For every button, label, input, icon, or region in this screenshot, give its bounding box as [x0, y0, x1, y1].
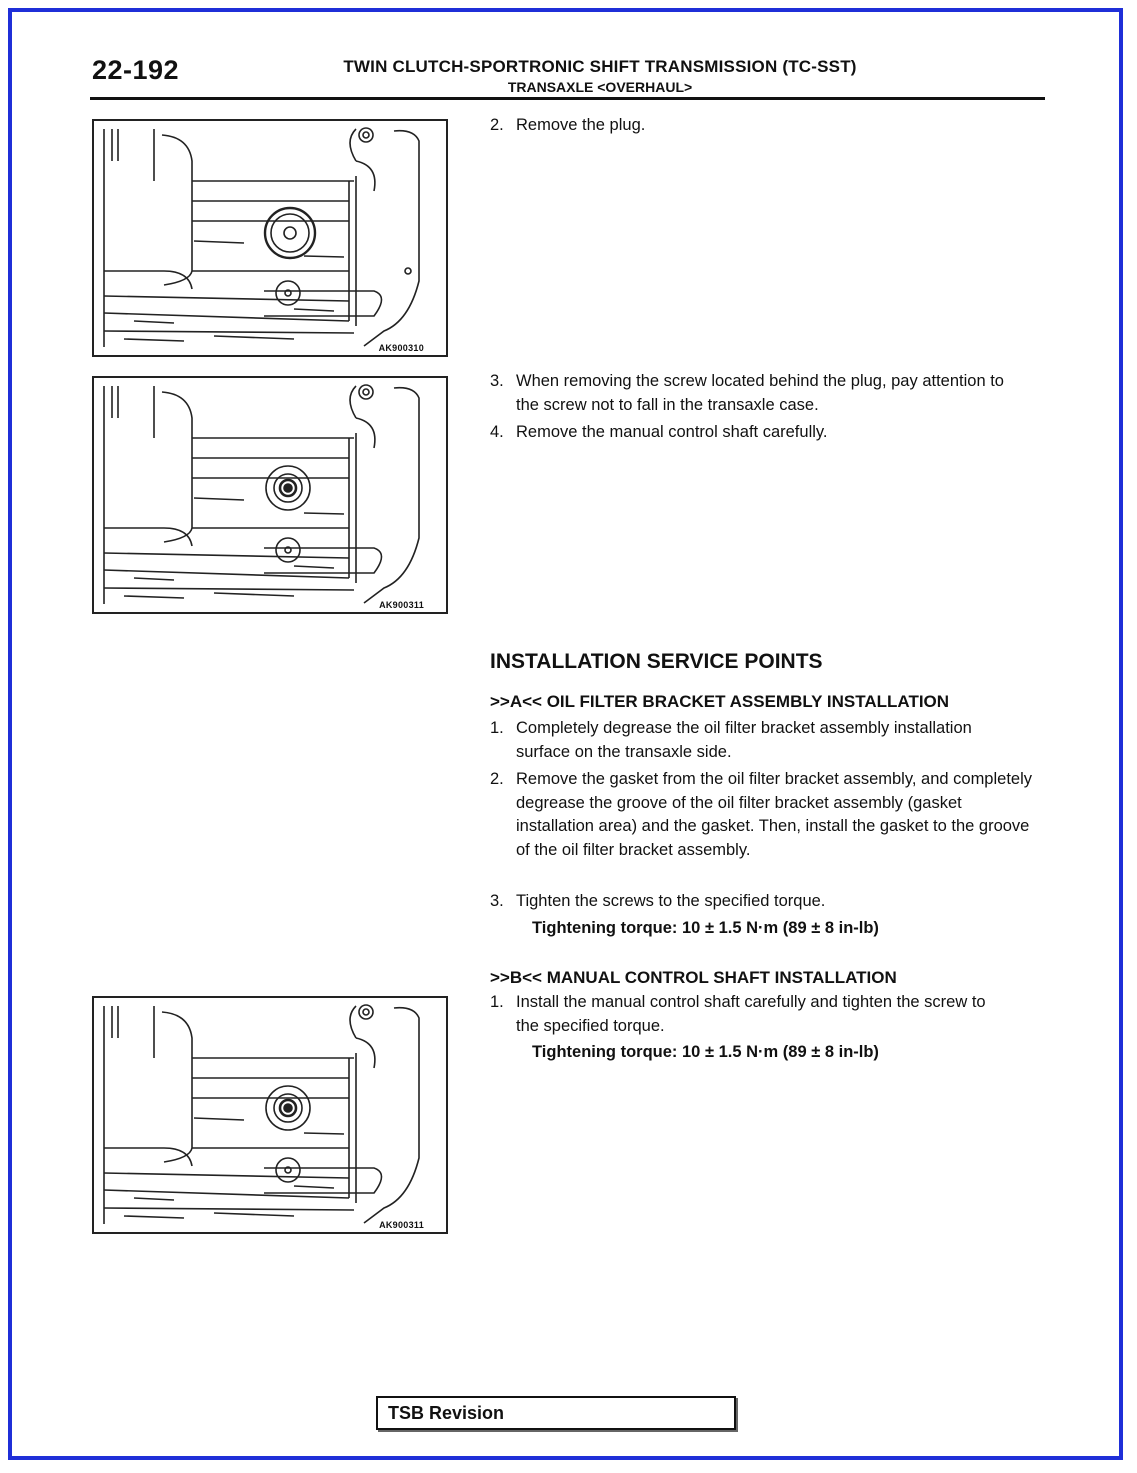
- header-divider: [90, 97, 1045, 100]
- page-frame: [8, 8, 1123, 1460]
- header-title: TWIN CLUTCH-SPORTRONIC SHIFT TRANSMISSIO…: [343, 57, 857, 76]
- step-text: Remove the manual control shaft carefull…: [516, 423, 828, 441]
- figure-plug-illustration: AK900310: [92, 119, 448, 357]
- torque-spec-a: Tightening torque: 10 ± 1.5 N·m (89 ± 8 …: [532, 919, 879, 937]
- transaxle-case-drawing: [103, 384, 420, 604]
- installation-section-title: INSTALLATION SERVICE POINTS: [490, 650, 823, 673]
- transaxle-case-drawing: [103, 127, 420, 347]
- header-subtitle: TRANSAXLE <OVERHAUL>: [507, 79, 693, 95]
- step-number: 2.: [490, 770, 504, 788]
- install-b-step-1: 1. Install the manual control shaft care…: [490, 991, 1010, 1038]
- step-text: Completely degrease the oil filter brack…: [516, 719, 972, 761]
- install-a-step-2: 2. Remove the gasket from the oil filter…: [490, 768, 1040, 862]
- step-number: 2.: [490, 116, 504, 134]
- figure-code: AK900311: [379, 1220, 424, 1230]
- figure-code: AK900311: [379, 600, 424, 610]
- figure-shaft-removal-illustration: AK900311: [92, 376, 448, 614]
- step-number: 4.: [490, 423, 504, 441]
- torque-spec-b: Tightening torque: 10 ± 1.5 N·m (89 ± 8 …: [532, 1043, 879, 1061]
- figure-shaft-installation-illustration: AK900311: [92, 996, 448, 1234]
- removal-step-3: 3. When removing the screw located behin…: [490, 370, 1010, 417]
- tsb-revision-label: TSB Revision: [388, 1403, 505, 1423]
- subsection-b-title: >>B<< MANUAL CONTROL SHAFT INSTALLATION: [490, 968, 897, 987]
- subsection-a-title: >>A<< OIL FILTER BRACKET ASSEMBLY INSTAL…: [490, 692, 950, 711]
- install-a-step-3: 3. Tighten the screws to the specified t…: [490, 890, 1040, 914]
- figure-code: AK900310: [378, 343, 424, 353]
- page-number: 22-192: [92, 55, 180, 85]
- step-text: When removing the screw located behind t…: [516, 372, 1004, 414]
- step-text: Tighten the screws to the specified torq…: [516, 892, 826, 910]
- transaxle-case-drawing: [103, 1004, 420, 1224]
- step-text: Install the manual control shaft careful…: [516, 993, 986, 1035]
- step-text: Remove the gasket from the oil filter br…: [516, 770, 1033, 859]
- step-text: Remove the plug.: [516, 116, 646, 134]
- removal-step-2: 2. Remove the plug.: [490, 114, 1040, 138]
- tsb-revision-box: TSB Revision: [376, 1396, 736, 1430]
- install-a-step-1: 1. Completely degrease the oil filter br…: [490, 717, 980, 764]
- step-number: 3.: [490, 372, 504, 390]
- removal-step-4: 4. Remove the manual control shaft caref…: [490, 421, 1040, 445]
- step-number: 3.: [490, 892, 504, 910]
- step-number: 1.: [490, 719, 504, 737]
- step-number: 1.: [490, 993, 504, 1011]
